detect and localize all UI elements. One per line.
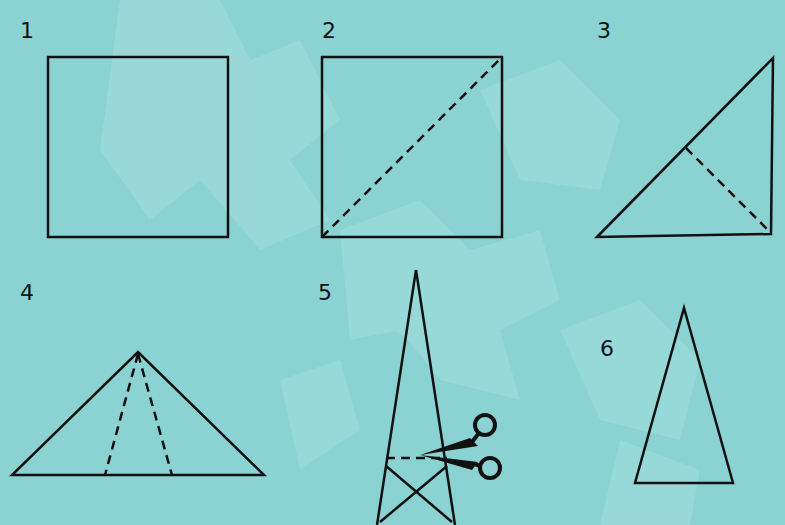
cut-off-flap: [380, 466, 447, 522]
fold-line: [105, 354, 138, 475]
step-number: 3: [597, 20, 611, 42]
step-number: 5: [318, 282, 332, 304]
step-number: 2: [322, 20, 336, 42]
folded-triangle: [12, 352, 264, 475]
snowflake-watermark: [100, 0, 700, 525]
step-number: 6: [600, 338, 614, 360]
final-cone: [635, 308, 733, 483]
fold-line: [686, 148, 770, 232]
paper-square: [322, 57, 502, 237]
folded-triangle: [597, 58, 773, 237]
scissors-icon: [420, 415, 500, 478]
fold-steps: [12, 57, 773, 525]
paper-square: [48, 57, 228, 237]
step-number: 1: [20, 20, 34, 42]
fold-line: [322, 57, 502, 237]
cut-off-flap: [386, 466, 452, 522]
step-number: 4: [20, 282, 34, 304]
fold-line: [138, 354, 172, 475]
